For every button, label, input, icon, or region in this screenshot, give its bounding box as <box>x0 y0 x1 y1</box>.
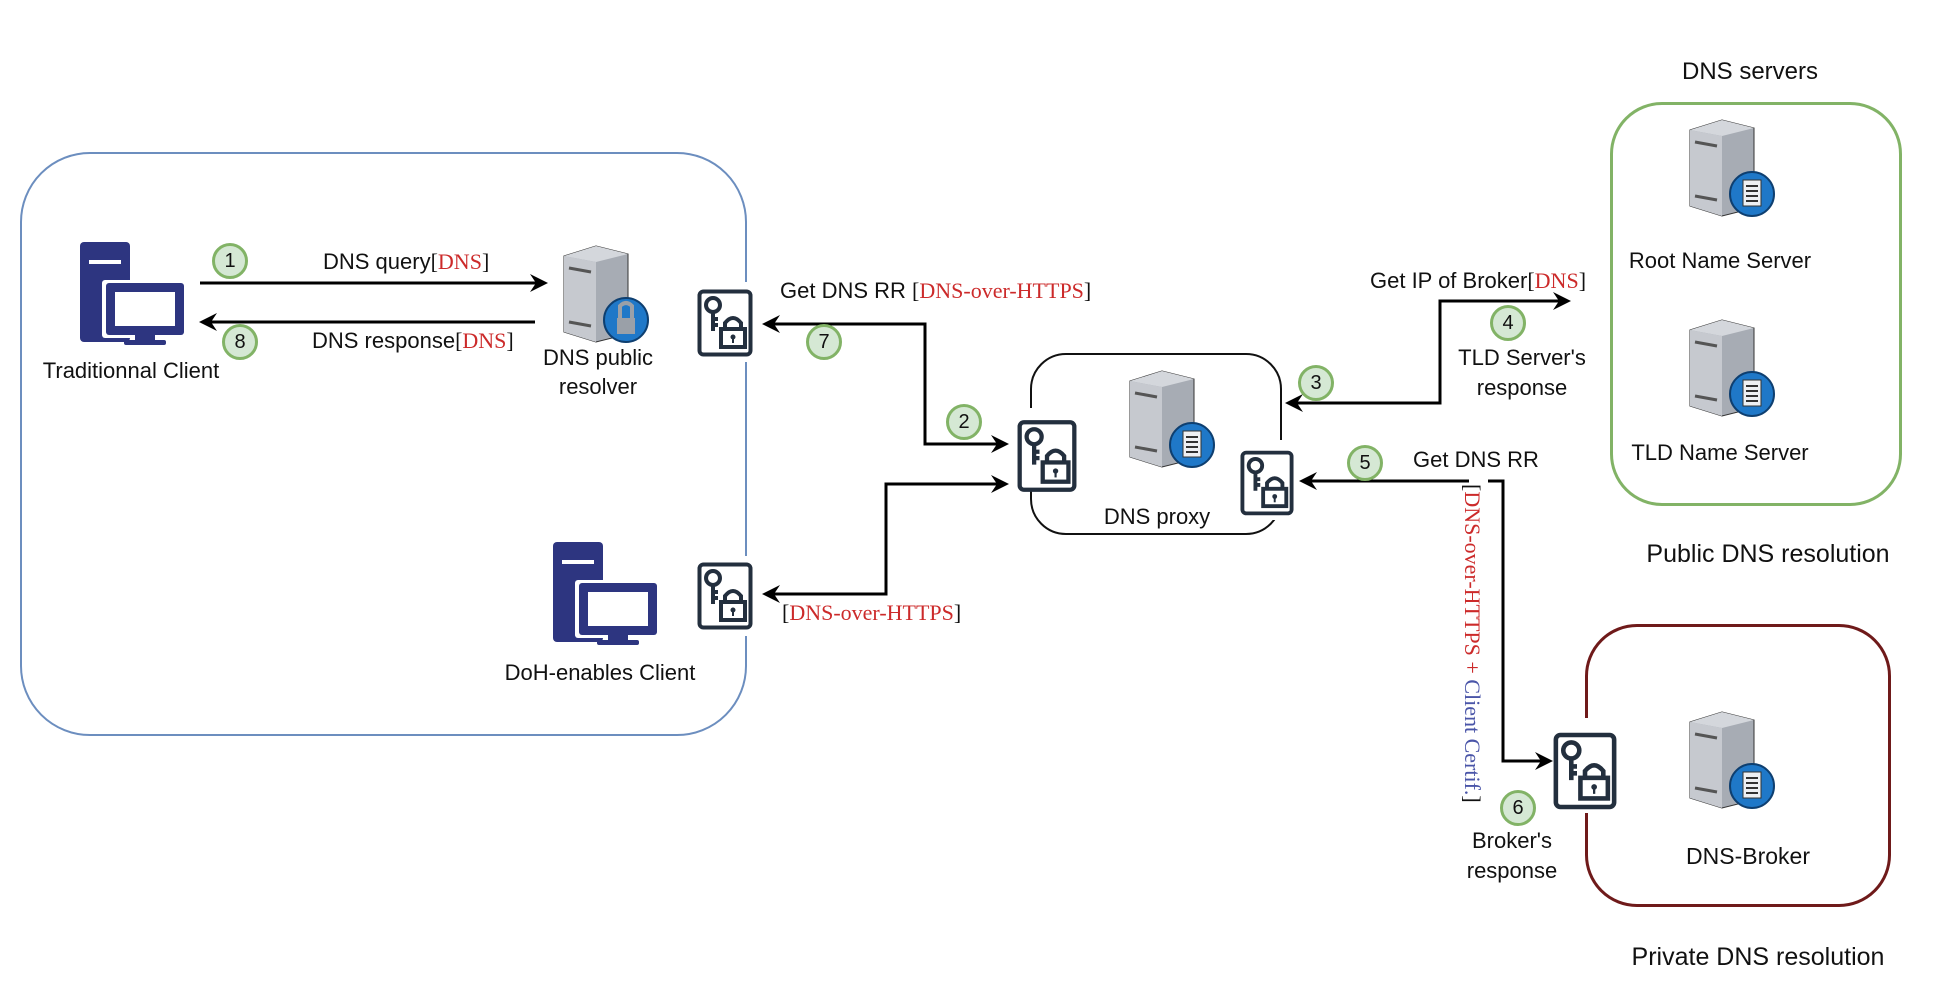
key-lock-icon <box>1017 420 1077 492</box>
dns-server-icon <box>1689 319 1775 417</box>
key-lock-icon <box>697 289 753 357</box>
tld-response-label-line2: response <box>1476 375 1568 400</box>
get-dns-rr-doh-label: Get DNS RR [DNS-over-HTTPS] <box>780 278 1092 303</box>
dns-response-label: DNS response[DNS] <box>312 328 514 353</box>
public-dns-resolution-caption: Public DNS resolution <box>1646 540 1890 568</box>
desktop-computer-icon <box>553 542 658 645</box>
tld-name-server-label: TLD Name Server <box>1631 440 1809 465</box>
dns-proxy-label: DNS proxy <box>1103 504 1211 529</box>
broker-proto-label: [DNS-over-HTTPS + Client Certif.] <box>1460 484 1485 803</box>
public-resolver-label-line2: resolver <box>558 374 638 399</box>
step-badge-8: 8 <box>222 324 258 360</box>
broker-response-label-line2: response <box>1466 858 1558 883</box>
key-lock-icon <box>1553 732 1617 810</box>
key-lock-icon <box>1240 450 1294 516</box>
get-dns-rr-label: Get DNS RR <box>1413 447 1539 472</box>
step-badge-4: 4 <box>1490 305 1526 341</box>
tld-response-label-line1: TLD Server's <box>1458 345 1586 370</box>
step-badge-6: 6 <box>1500 790 1536 826</box>
get-ip-broker-label: Get IP of Broker[DNS] <box>1370 268 1587 293</box>
doh-client-proto-label: [DNS-over-HTTPS] <box>782 600 962 625</box>
clients-group <box>20 152 747 736</box>
root-name-server-label: Root Name Server <box>1628 248 1812 273</box>
dns-server-icon <box>1129 370 1215 468</box>
dns-query-label: DNS query[DNS] <box>323 249 490 274</box>
secure-server-icon <box>563 245 649 343</box>
dns-servers-title: DNS servers <box>1681 58 1819 85</box>
arrow-3-4-public <box>1285 292 1571 412</box>
arrow-2-7-doh <box>762 315 1009 453</box>
dns-servers-group <box>1610 102 1902 506</box>
arrow-doh-client <box>762 475 1009 603</box>
dns-server-icon <box>1689 119 1775 217</box>
step-badge-7: 7 <box>806 324 842 360</box>
private-dns-resolution-caption: Private DNS resolution <box>1631 943 1885 971</box>
step-badge-3: 3 <box>1298 365 1334 401</box>
traditional-client-label: Traditionnal Client <box>42 358 220 383</box>
step-badge-5: 5 <box>1347 445 1383 481</box>
broker-response-label-line1: Broker's <box>1472 828 1552 853</box>
step-badge-1: 1 <box>212 243 248 279</box>
dns-server-icon <box>1689 711 1775 809</box>
key-lock-icon <box>697 562 753 630</box>
arrow-5-6-broker-tail <box>1488 479 1553 770</box>
doh-client-label: DoH-enables Client <box>504 660 696 685</box>
desktop-computer-icon <box>80 242 185 345</box>
step-badge-2: 2 <box>946 404 982 440</box>
public-resolver-label-line1: DNS public <box>542 345 654 370</box>
dns-broker-label: DNS-Broker <box>1686 843 1810 869</box>
